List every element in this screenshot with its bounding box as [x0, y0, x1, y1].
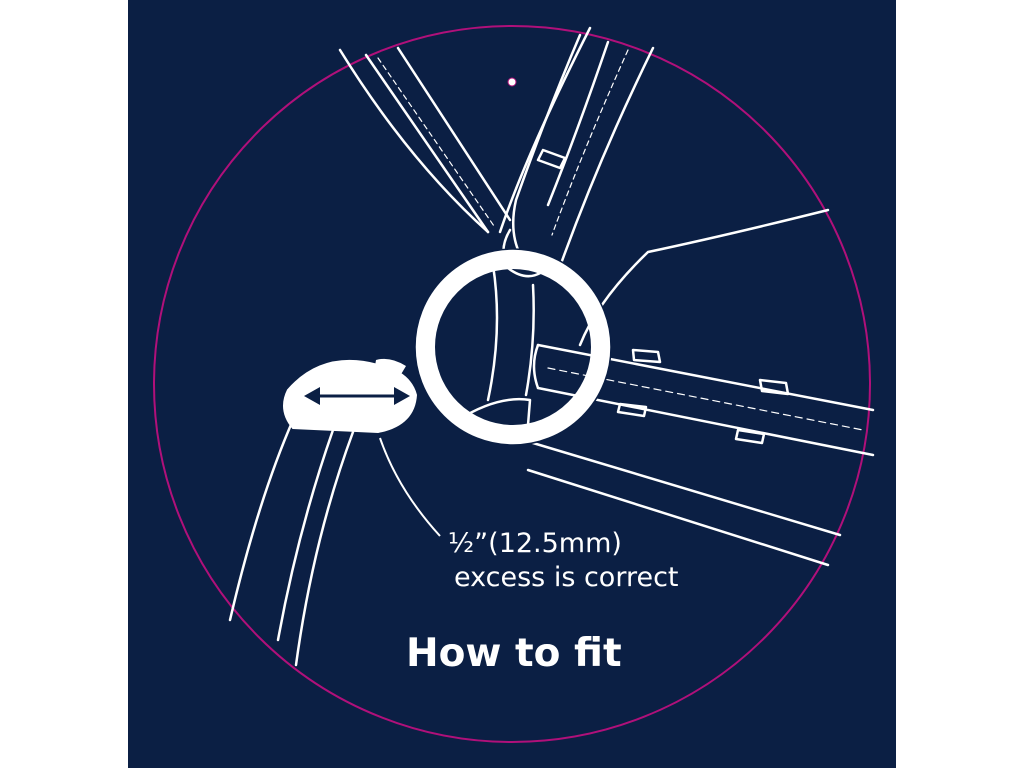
strap-stud-2	[758, 378, 790, 396]
bit-ring	[415, 249, 611, 445]
lower-strap-bottom-edge	[526, 468, 830, 567]
measurement-note-line2: excess is correct	[454, 562, 679, 593]
strap-keeper	[536, 148, 567, 170]
rein-middle-fold	[276, 428, 335, 642]
cheekpiece-stitching	[377, 57, 495, 227]
circular-frame	[153, 25, 871, 743]
strap-stud-3	[616, 402, 648, 418]
nose-contour	[498, 26, 592, 234]
diagram-panel: ½”(12.5mm) excess is correct How to fit	[128, 0, 896, 768]
strap-stud-4	[734, 428, 766, 445]
through-strap-left-edge	[486, 263, 499, 402]
rein-left-edge	[228, 418, 295, 622]
noseband-strap-end	[532, 343, 540, 390]
strap-stud-1	[631, 348, 662, 364]
diagram-title: How to fit	[406, 631, 622, 676]
cheekpiece-strap-right-edge	[396, 46, 512, 222]
rein-right-edge	[294, 430, 355, 667]
cheekpiece-strap-left-edge	[364, 53, 490, 234]
measurement-note-line1: ½”(12.5mm)	[448, 528, 622, 559]
bit-ring-outer-edge	[414, 248, 612, 446]
rein-strap-inner-edge	[546, 40, 610, 207]
cheek-contour	[338, 48, 490, 234]
rein-strap-left-edge	[511, 33, 582, 262]
callout-leader-line	[379, 437, 441, 537]
double-headed-arrow-icon	[304, 387, 410, 405]
strap-end-tip	[374, 358, 406, 376]
navy-background	[128, 0, 896, 768]
through-strap-right-edge	[524, 283, 535, 397]
reference-dot	[507, 77, 517, 87]
bridle-fitting-illustration	[128, 0, 896, 768]
rein-strap-right-edge	[556, 46, 655, 274]
lower-strap-top-edge	[521, 438, 842, 537]
